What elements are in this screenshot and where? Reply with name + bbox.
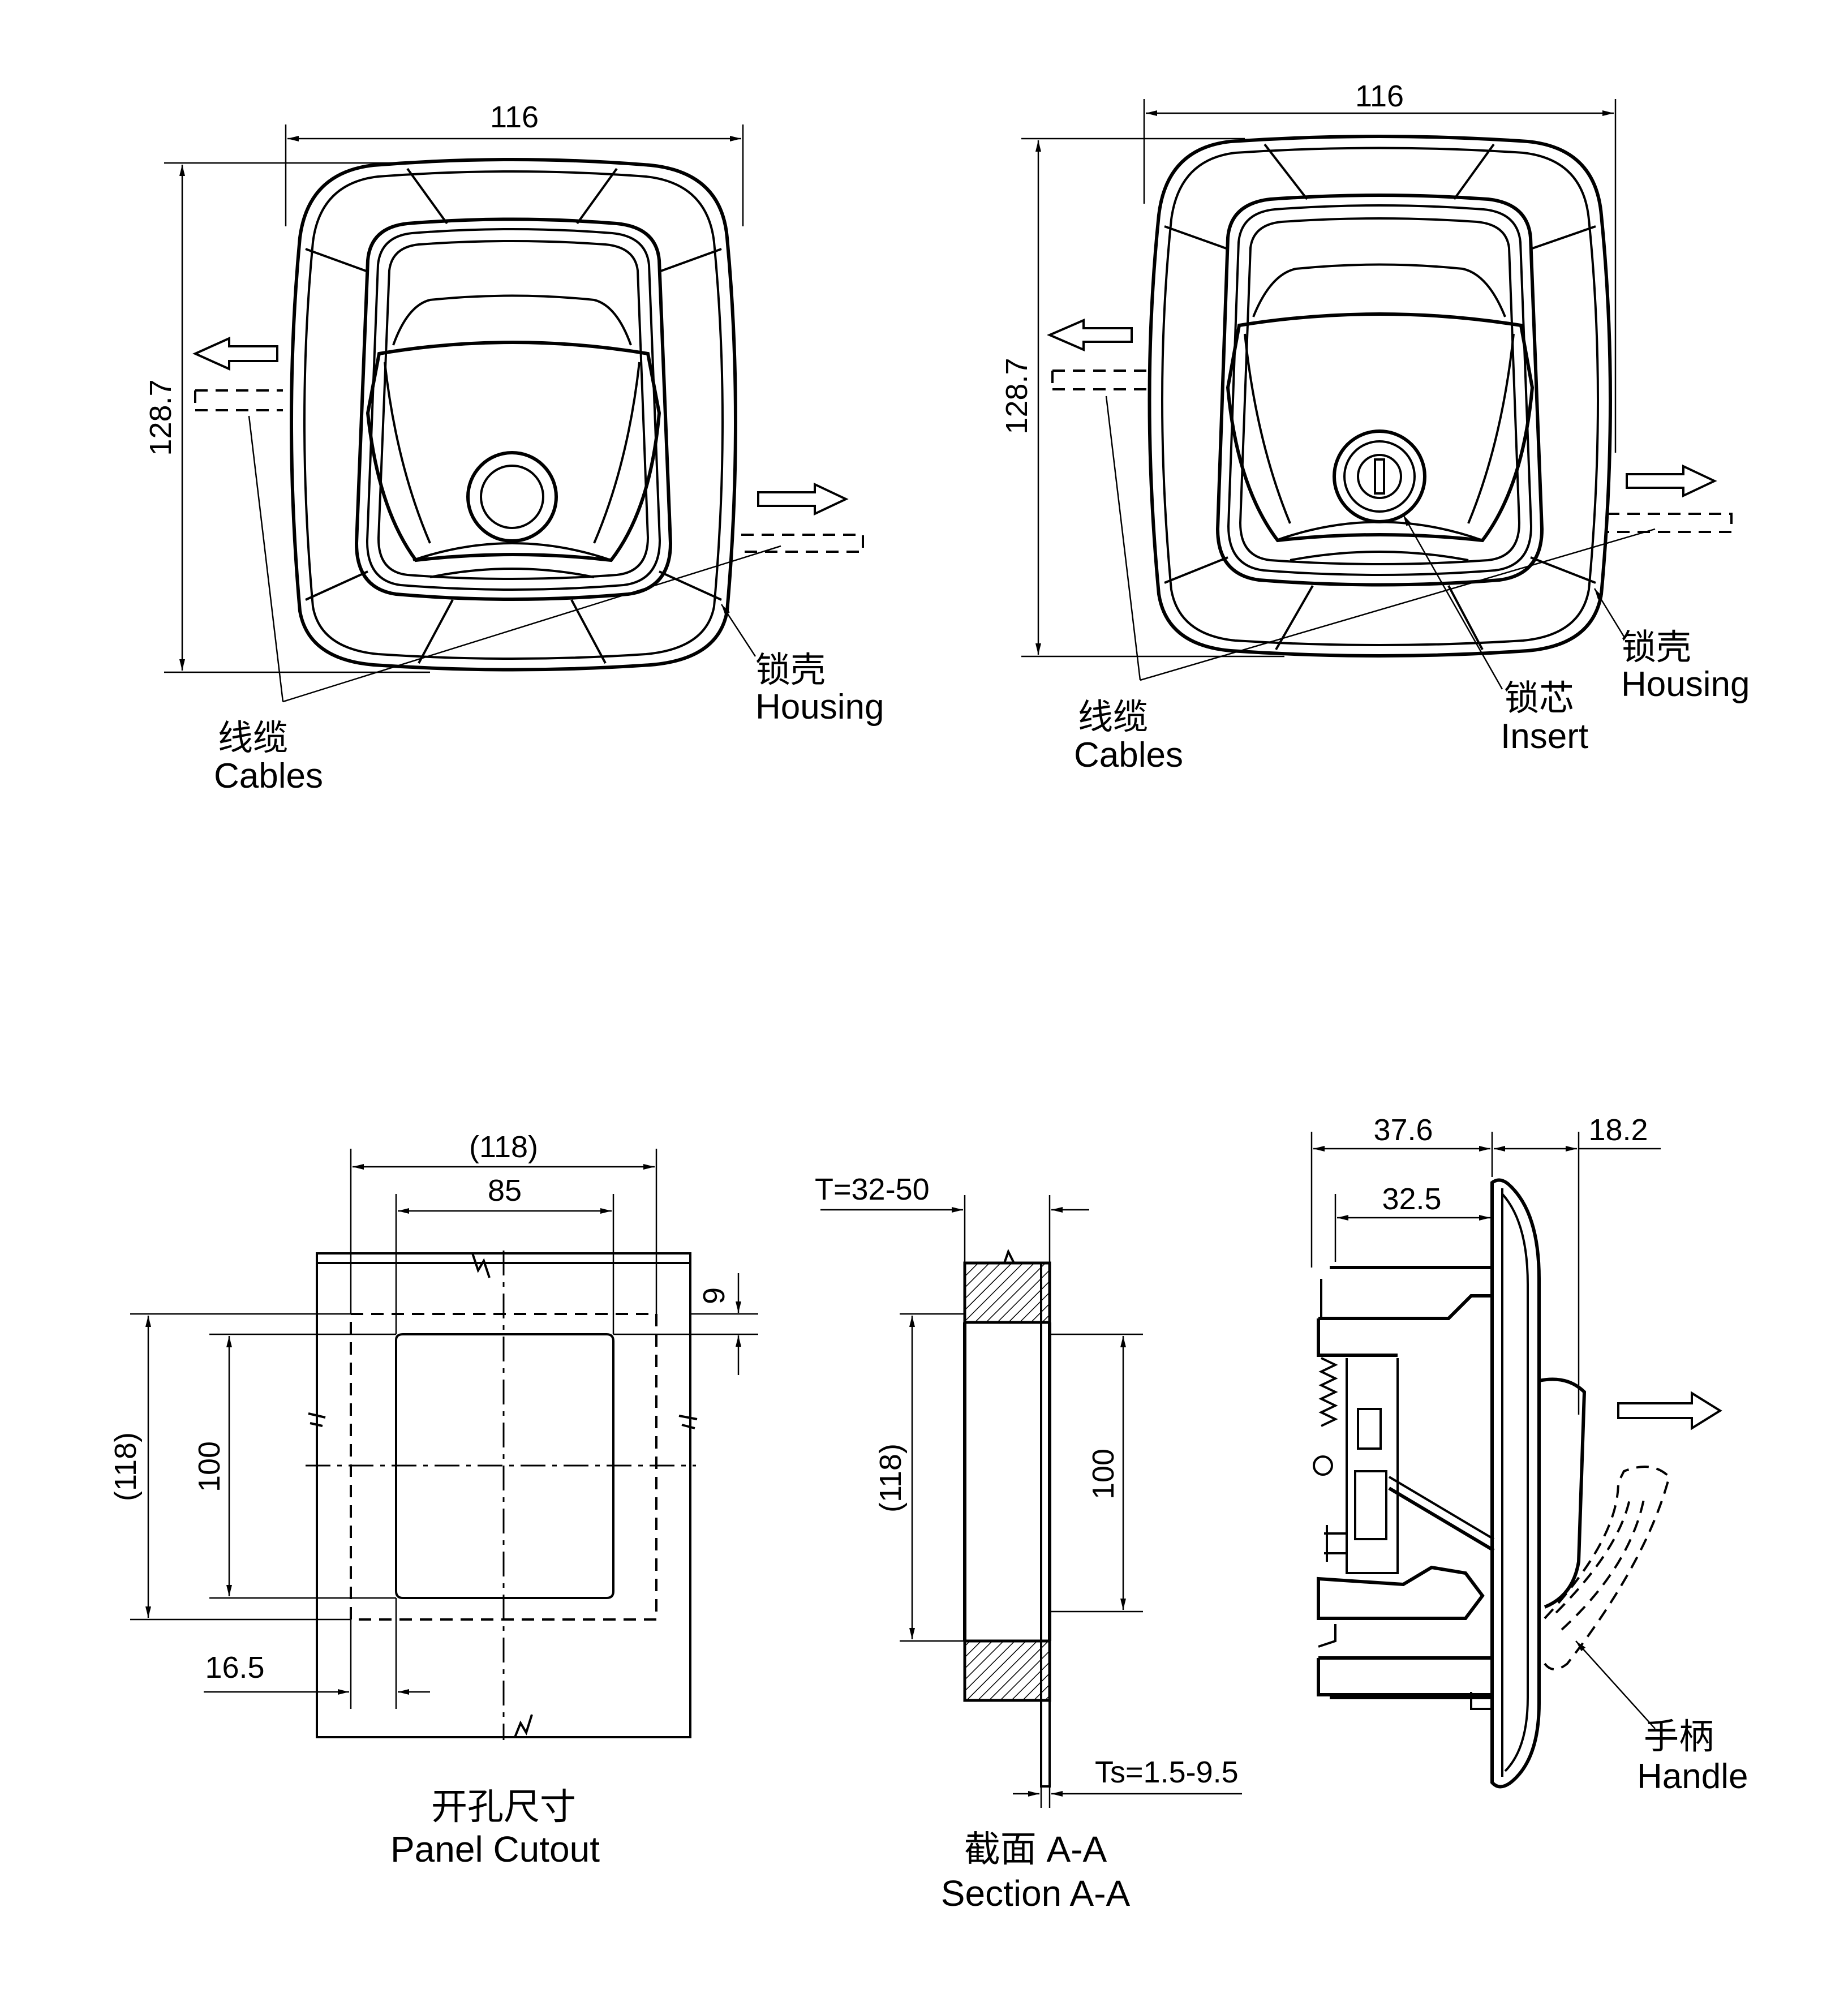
side-dim-depth: 37.6	[1373, 1113, 1433, 1147]
view1-height-dim: 128.7	[144, 379, 178, 456]
view1-housing-cn: 锁壳	[755, 651, 826, 690]
view2-insert-en: Insert	[1501, 717, 1588, 756]
cutout-dim-offset: 9	[697, 1287, 731, 1304]
section-a-a-view: T=32-50 (118) 100 Ts=1.5-9.5 截面 A-A Sect…	[815, 1172, 1242, 1914]
view1-housing-en: Housing	[755, 688, 884, 727]
section-dim-thickness: T=32-50	[815, 1172, 930, 1206]
view1-cables-cn: 线缆	[218, 719, 288, 758]
view2-housing-cn: 锁壳	[1621, 628, 1691, 667]
section-dim-sheet: Ts=1.5-9.5	[1095, 1755, 1239, 1789]
side-dim-inner: 32.5	[1382, 1182, 1441, 1216]
front-view-2: 116 128.7 锁壳 Hous	[1000, 79, 1750, 775]
cutout-dim-height-inner: 100	[192, 1441, 226, 1492]
cutout-dim-height-outer: (118)	[109, 1432, 143, 1501]
cutout-title-en: Panel Cutout	[390, 1829, 600, 1870]
view2-insert-cn: 锁芯	[1504, 679, 1574, 718]
cutout-dim-edge: 16.5	[205, 1651, 264, 1685]
view2-cables-en: Cables	[1074, 736, 1183, 775]
section-title-en: Section A-A	[941, 1873, 1131, 1914]
section-dim-height-inner: 100	[1086, 1449, 1120, 1500]
view2-width-dim: 116	[1355, 79, 1404, 113]
view2-housing-en: Housing	[1621, 665, 1750, 704]
side-view: 37.6 18.2 32.5	[1310, 1113, 1748, 1796]
panel-cutout-view: (118) 85 (118) 100 9 16.5 开孔尺寸 Panel Cut…	[109, 1130, 758, 1870]
cutout-dim-inner: 85	[488, 1174, 522, 1208]
section-dim-height-outer: (118)	[874, 1443, 908, 1513]
section-title-cn: 截面 A-A	[964, 1829, 1107, 1870]
view2-height-dim: 128.7	[1000, 358, 1034, 434]
cutout-dim-outer: (118)	[469, 1130, 538, 1164]
cutout-title-cn: 开孔尺寸	[431, 1786, 576, 1827]
side-handle-en: Handle	[1637, 1757, 1748, 1796]
view2-cables-cn: 线缆	[1078, 698, 1148, 737]
view1-cables-en: Cables	[214, 757, 323, 796]
front-view-1: 116 128.7 锁壳 Housing	[144, 100, 884, 796]
side-handle-cn: 手柄	[1644, 1717, 1714, 1756]
side-dim-front: 18.2	[1588, 1113, 1648, 1147]
view1-width-dim: 116	[490, 100, 539, 134]
